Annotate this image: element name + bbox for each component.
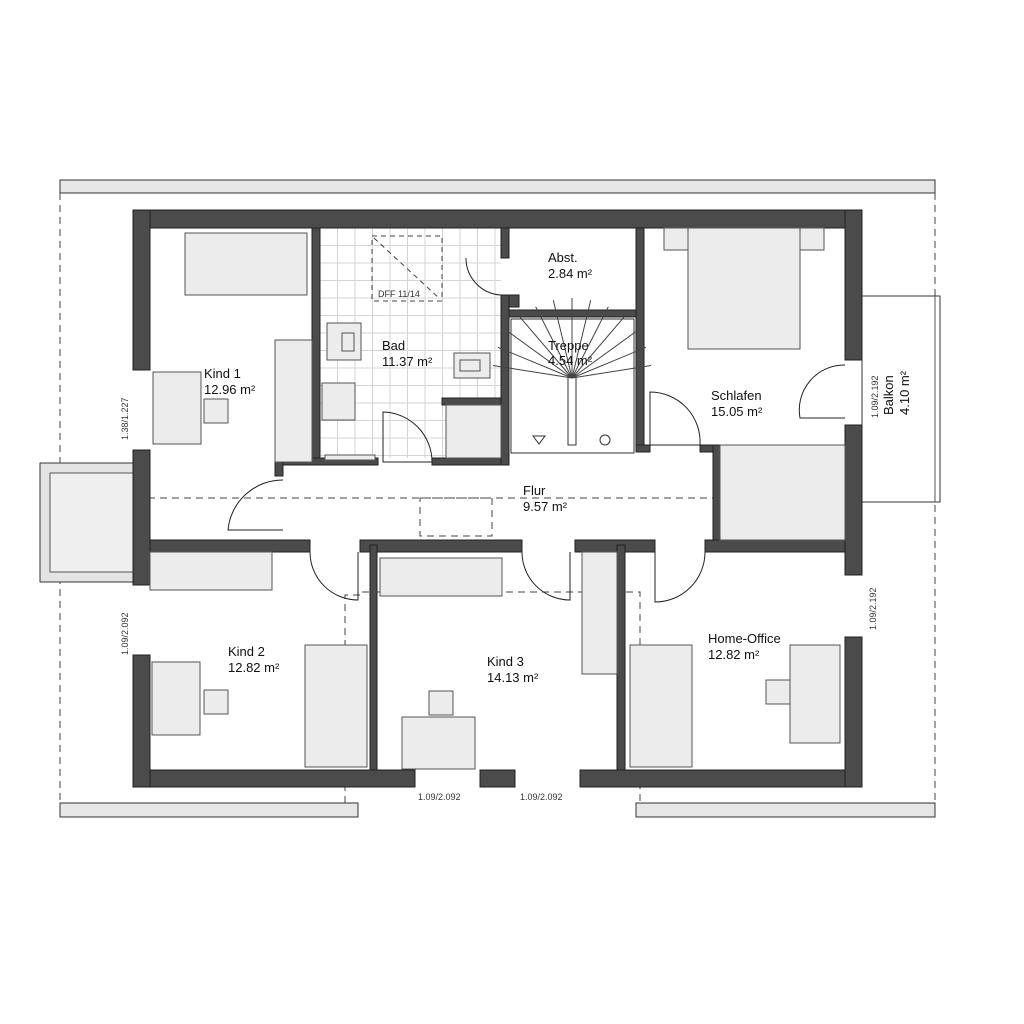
window-kind1-size: 1.38/1.227 [120, 397, 130, 440]
room-name-abst: Abst. [548, 250, 578, 265]
skylight-label: DFF 11/14 [378, 289, 420, 299]
stair-step [571, 306, 609, 379]
stair-step [497, 346, 573, 379]
room-area-home-office: 12.82 m² [708, 647, 760, 662]
room-name-flur: Flur [523, 483, 546, 498]
room-area-treppe: 4.54 m² [548, 353, 593, 368]
stair-step [571, 300, 592, 379]
annotations: DFF 11/14 1.38/1.227 1.09/2.092 1.09/2.1… [120, 235, 880, 802]
room-area-kind1: 12.96 m² [204, 382, 256, 397]
staircase [492, 298, 652, 454]
room-name-treppe: Treppe [548, 338, 589, 353]
stair-step [506, 330, 573, 379]
room-name-home-office: Home-Office [708, 631, 781, 646]
stair-step [552, 300, 573, 379]
door-balkon-size: 1.09/2.192 [870, 375, 880, 418]
room-labels: Kind 1 12.96 m² Bad 11.37 m² Abst. 2.84 … [204, 250, 912, 685]
room-name-balkon: Balkon [881, 375, 896, 415]
room-area-kind2: 12.82 m² [228, 660, 280, 675]
room-name-bad: Bad [382, 338, 405, 353]
window-kind3-right-size: 1.09/2.092 [520, 792, 563, 802]
room-area-kind3: 14.13 m² [487, 670, 539, 685]
roof-edge-bottom-left [59, 802, 359, 818]
stair-step [492, 364, 573, 379]
doors [227, 257, 846, 603]
stair-step [535, 306, 573, 379]
window-office-size: 1.09/2.192 [868, 587, 878, 630]
roof-edge-top [59, 179, 936, 194]
stair-step [519, 316, 573, 379]
window-kind2-size: 1.09/2.092 [120, 612, 130, 655]
roof-edge-bottom-right [635, 802, 936, 818]
furniture [149, 227, 846, 770]
room-name-kind2: Kind 2 [228, 644, 265, 659]
room-name-kind3: Kind 3 [487, 654, 524, 669]
stair-step [571, 364, 652, 379]
room-name-schlafen: Schlafen [711, 388, 762, 403]
room-area-abst: 2.84 m² [548, 266, 593, 281]
window-kind3-left-size: 1.09/2.092 [418, 792, 461, 802]
stair-step [571, 316, 625, 379]
stair-step [571, 330, 638, 379]
room-area-schlafen: 15.05 m² [711, 404, 763, 419]
room-area-bad: 11.37 m² [382, 354, 433, 369]
balcony [861, 295, 941, 503]
room-area-flur: 9.57 m² [523, 499, 568, 514]
bath-tiles [319, 227, 501, 458]
stair-step [571, 346, 647, 379]
room-name-kind1: Kind 1 [204, 366, 241, 381]
room-area-balkon: 4.10 m² [897, 370, 912, 415]
